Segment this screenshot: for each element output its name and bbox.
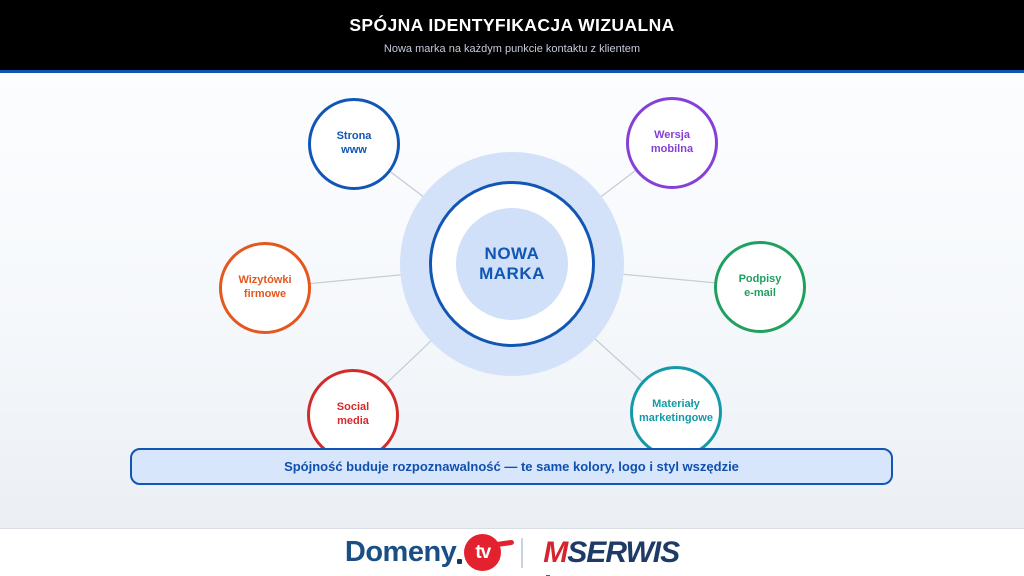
key-message-banner: Spójność buduje rozpoznawalność — te sam… (130, 448, 893, 485)
page-subtitle: Nowa marka na każdym punkcie kontaktu z … (383, 43, 641, 55)
domeny-tld-text: tv (475, 541, 491, 563)
node-label: Podpisy (738, 273, 782, 286)
center-node-label-line2: MARKA (479, 264, 545, 283)
center-node: NOWA MARKA (456, 208, 568, 320)
mserwis-logo-text: SERWIS (567, 535, 680, 569)
mserwis-m-dots-icon (546, 574, 551, 576)
node-label: Wizytówki (238, 274, 292, 287)
diagram-canvas: NOWA MARKA Strona www Wersja mobilna Wiz… (0, 73, 1024, 528)
key-message-text: Spójność buduje rozpoznawalność — te sam… (284, 459, 739, 474)
mserwis-logo-m: M (543, 536, 568, 576)
domeny-logo-dot (457, 559, 463, 564)
header: SPÓJNA IDENTYFIKACJA WIZUALNA Nowa marka… (0, 0, 1024, 73)
node-wizytowki-firmowe: Wizytówki firmowe (219, 242, 311, 334)
domeny-tv-badge-icon: tv (464, 534, 515, 571)
node-label: marketingowe (639, 412, 713, 424)
node-label: Materiały (652, 398, 700, 411)
node-label: e-mail (744, 287, 776, 299)
node-label: Social (336, 401, 370, 414)
node-strona-www: Strona www (308, 98, 400, 190)
mserwis-logo: M SERWIS (543, 535, 680, 576)
node-label: Strona (336, 130, 372, 143)
domeny-swoosh-icon (494, 539, 515, 548)
domeny-logo-text: Domeny (344, 536, 457, 568)
center-node-label-line1: NOWA (484, 243, 540, 263)
footer: Domeny tv M SERWIS (0, 528, 1024, 576)
node-wersja-mobilna: Wersja mobilna (626, 97, 718, 189)
node-label: mobilna (650, 143, 694, 155)
node-label: www (341, 144, 367, 156)
node-label: firmowe (243, 288, 287, 300)
node-label: media (337, 415, 369, 427)
logo-divider (521, 537, 524, 568)
node-label: Wersja (654, 129, 690, 142)
node-materialy-marketingowe: Materiały marketingowe (630, 366, 722, 458)
node-podpisy-email: Podpisy e-mail (714, 241, 806, 333)
domeny-tv-logo: Domeny tv (344, 534, 515, 571)
page-title: SPÓJNA IDENTYFIKACJA WIZUALNA (349, 15, 675, 35)
